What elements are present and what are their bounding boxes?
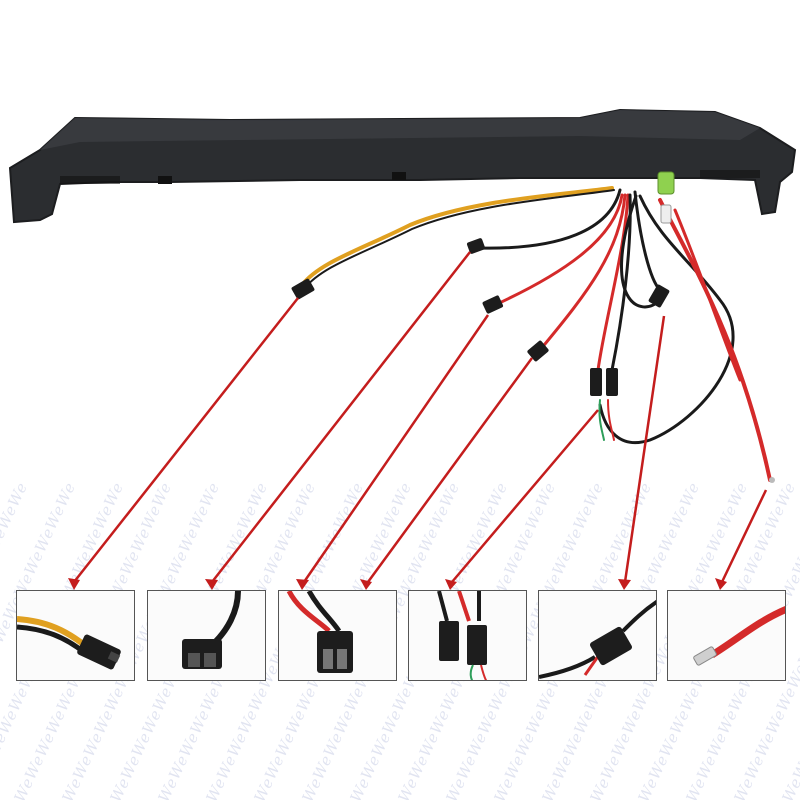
callout-lines bbox=[73, 251, 768, 583]
callout-line-6 bbox=[623, 315, 666, 583]
callout-line-7 bbox=[720, 489, 768, 583]
detail-thumb-4 bbox=[408, 590, 527, 681]
detail-thumb-5 bbox=[538, 590, 657, 681]
callout-line-4 bbox=[366, 357, 534, 583]
detail-thumb-6 bbox=[667, 590, 786, 681]
callout-line-3 bbox=[302, 314, 490, 583]
detail-thumb-2 bbox=[147, 590, 266, 681]
detail-thumb-1 bbox=[16, 590, 135, 681]
plastic-housing bbox=[8, 108, 797, 224]
detail-thumb-3 bbox=[278, 590, 397, 681]
callout-line-1 bbox=[73, 297, 299, 583]
wiring-harness bbox=[300, 171, 772, 482]
callout-arrowheads bbox=[68, 578, 727, 590]
harness-connectors bbox=[291, 238, 775, 483]
callout-line-2 bbox=[211, 251, 471, 583]
callout-line-5 bbox=[451, 409, 599, 583]
